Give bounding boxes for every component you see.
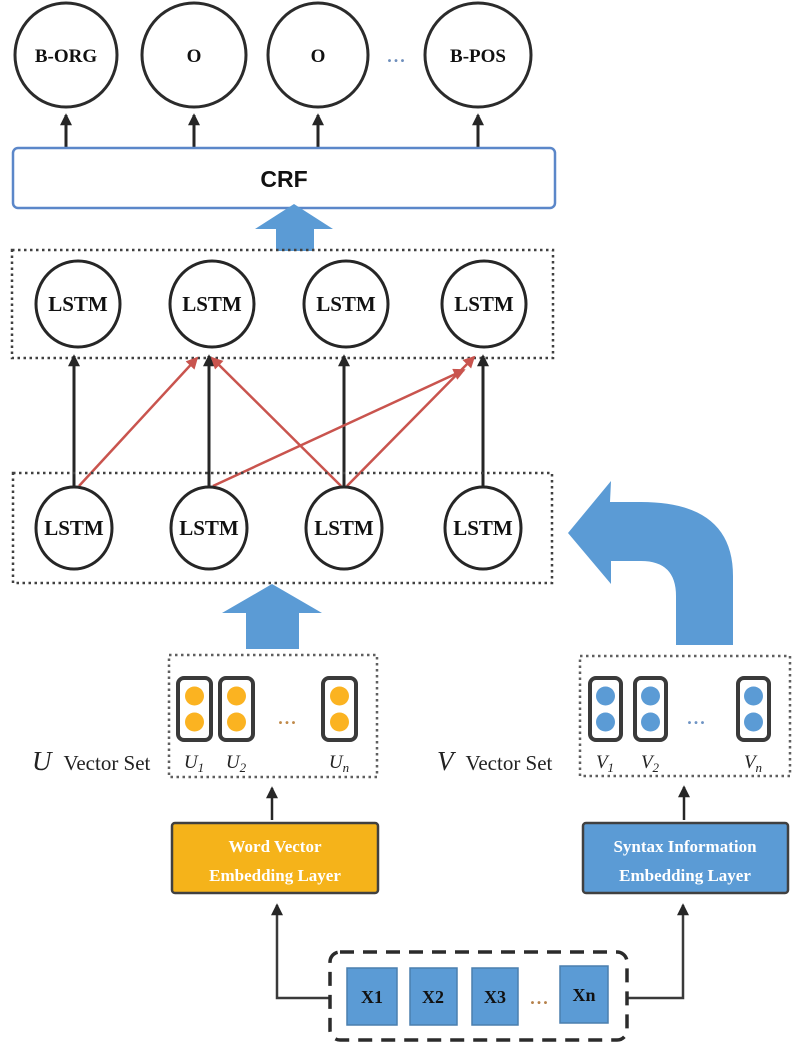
input-connector-left-arrow bbox=[271, 903, 330, 1000]
u-dot-icon bbox=[185, 712, 204, 732]
v-vector-chip bbox=[633, 676, 668, 742]
input-token-label: X3 bbox=[484, 987, 506, 1007]
lstm-label: LSTM bbox=[453, 516, 513, 540]
u-vector-chip bbox=[218, 676, 255, 742]
input-ellipsis: ... bbox=[530, 988, 550, 1008]
word-embedding-box bbox=[170, 821, 380, 895]
u-dot-icon bbox=[185, 686, 204, 706]
lstm-label: LSTM bbox=[48, 292, 108, 316]
cross-arrow bbox=[78, 356, 199, 487]
word-embedding-label-line1: Word Vector bbox=[228, 837, 321, 856]
v-dot-icon bbox=[641, 712, 660, 732]
v-set-box bbox=[578, 654, 792, 778]
lstm-node bbox=[34, 259, 122, 349]
crf-input-arrow-icon bbox=[255, 204, 333, 251]
lstm-node bbox=[34, 485, 114, 571]
output-tags-layer: B-ORG O O B-POS ... bbox=[13, 1, 533, 147]
u-dot-icon bbox=[227, 686, 246, 706]
u-item-label: U1 bbox=[184, 752, 204, 775]
input-sequence: X1 X2 X3 Xn ... bbox=[328, 950, 629, 1042]
lstm-label: LSTM bbox=[182, 292, 242, 316]
lstm-label: LSTM bbox=[316, 292, 376, 316]
word-embedding-layer: Word Vector Embedding Layer bbox=[170, 821, 380, 895]
v-dot-icon bbox=[596, 712, 615, 732]
u-vector-chip bbox=[176, 676, 213, 742]
crf-box bbox=[11, 146, 557, 210]
u-set-ellipsis: ... bbox=[278, 708, 298, 728]
u-set-box bbox=[167, 653, 379, 779]
u-item-label: U2 bbox=[226, 752, 247, 775]
syntax-merge-arrow-icon bbox=[568, 481, 733, 645]
top-lstm-box bbox=[10, 248, 555, 360]
u-dot-icon bbox=[330, 712, 349, 732]
syntax-embedding-label-line2: Embedding Layer bbox=[619, 866, 751, 885]
syntax-embedding-label-line1: Syntax Information bbox=[613, 837, 757, 856]
input-token: X3 bbox=[471, 967, 519, 1026]
lstm-node bbox=[168, 259, 256, 349]
tag-label: B-POS bbox=[450, 46, 506, 67]
u-item-label: Un bbox=[329, 752, 349, 775]
syntax-embedding-box bbox=[581, 821, 790, 895]
v-dot-icon bbox=[744, 712, 763, 732]
lstm-node bbox=[440, 259, 528, 349]
u-dot-icon bbox=[227, 712, 246, 732]
bottom-lstm-box bbox=[11, 471, 554, 585]
tag-circle bbox=[13, 1, 119, 109]
lstm-label: LSTM bbox=[314, 516, 374, 540]
top-lstm-layer: LSTM LSTM LSTM LSTM bbox=[10, 248, 555, 360]
lstm-node bbox=[304, 485, 384, 571]
input-token-label: X1 bbox=[361, 987, 383, 1007]
cross-arrow bbox=[212, 368, 466, 488]
syntax-embedding-layer: Syntax Information Embedding Layer bbox=[581, 821, 790, 895]
inter-layer-connections bbox=[68, 354, 489, 488]
u-vector-chip bbox=[321, 676, 358, 742]
v-vector-chip bbox=[736, 676, 771, 742]
input-token: Xn bbox=[559, 965, 609, 1024]
cross-arrow bbox=[346, 355, 476, 487]
lstm-node bbox=[169, 485, 249, 571]
lstm-node bbox=[302, 259, 390, 349]
v-item-label: V1 bbox=[596, 752, 614, 775]
input-token: X2 bbox=[409, 967, 458, 1026]
input-sequence-box bbox=[328, 950, 629, 1042]
lstm-input-arrow-icon bbox=[222, 584, 322, 649]
word-embedding-label-line2: Embedding Layer bbox=[209, 866, 341, 885]
lstm-label: LSTM bbox=[454, 292, 514, 316]
v-dot-icon bbox=[641, 686, 660, 706]
input-token: X1 bbox=[346, 967, 398, 1026]
v-set-ellipsis: ... bbox=[687, 708, 707, 728]
input-token-label: X2 bbox=[422, 987, 444, 1007]
cross-arrow bbox=[210, 356, 342, 487]
v-dot-icon bbox=[596, 686, 615, 706]
v-dot-icon bbox=[744, 686, 763, 706]
lstm-node bbox=[443, 485, 523, 571]
bottom-lstm-layer: LSTM LSTM LSTM LSTM bbox=[11, 471, 554, 585]
tag-label: O bbox=[311, 46, 326, 67]
lstm-label: LSTM bbox=[44, 516, 104, 540]
tags-ellipsis: ... bbox=[387, 46, 407, 66]
tag-label: B-ORG bbox=[35, 46, 98, 67]
tag-circle bbox=[423, 1, 533, 109]
v-item-label: V2 bbox=[641, 752, 660, 775]
crf-layer: CRF bbox=[11, 146, 557, 210]
input-connector-right-arrow bbox=[627, 903, 689, 1000]
crf-label: CRF bbox=[260, 166, 307, 192]
v-item-label: Vn bbox=[744, 752, 762, 775]
u-dot-icon bbox=[330, 686, 349, 706]
v-vector-chip bbox=[588, 676, 623, 742]
lstm-label: LSTM bbox=[179, 516, 239, 540]
tag-circle bbox=[266, 1, 370, 109]
tag-label: O bbox=[187, 46, 202, 67]
input-token-label: Xn bbox=[572, 985, 595, 1005]
tag-circle bbox=[140, 1, 248, 109]
